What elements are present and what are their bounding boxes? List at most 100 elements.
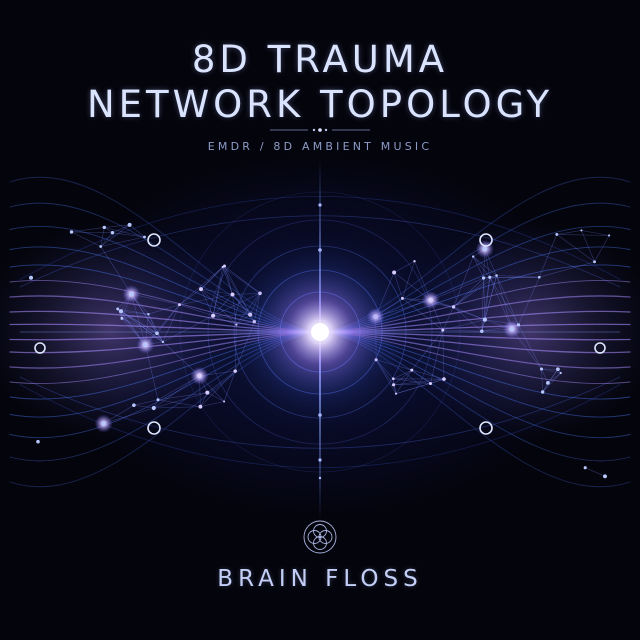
network-node [102, 225, 107, 230]
mesh-link [395, 378, 445, 394]
mesh-link [112, 232, 145, 238]
mesh-link [393, 378, 445, 386]
mesh-link [581, 230, 595, 262]
mesh-link [453, 275, 497, 308]
network-node [593, 260, 596, 264]
mesh-link [223, 370, 236, 402]
mesh-link [481, 277, 491, 332]
network-node [143, 235, 146, 239]
mesh-link [585, 467, 606, 477]
mesh-link [120, 311, 164, 343]
mesh-link [556, 230, 582, 235]
mesh-link [104, 227, 145, 238]
mesh-link [489, 277, 513, 330]
mesh-link [148, 304, 180, 315]
mesh-link [484, 277, 491, 320]
mesh-link [100, 236, 145, 247]
mesh-link [179, 294, 233, 305]
network-node [603, 474, 607, 479]
mesh-link [153, 406, 201, 409]
album-title-line-1: 8D TRAUMA [191, 38, 449, 81]
interlocking-circles-logo-icon [303, 520, 337, 554]
mesh-link [71, 231, 101, 247]
mesh-link [200, 288, 214, 316]
mesh-link [153, 375, 200, 409]
mesh-link [133, 404, 154, 409]
network-node [583, 466, 587, 470]
network-node [143, 342, 148, 348]
mesh-link [442, 329, 482, 332]
network-node [223, 264, 226, 268]
network-node [161, 340, 165, 344]
network-node [556, 367, 560, 372]
mesh-link [430, 277, 484, 301]
mesh-link [157, 392, 208, 401]
mesh-link [224, 265, 233, 295]
mesh-link [145, 344, 159, 400]
mesh-link [212, 266, 223, 316]
mesh-link [200, 288, 233, 295]
mesh-link [117, 308, 149, 315]
mesh-link [200, 401, 225, 407]
mesh-link [200, 392, 208, 407]
network-node [36, 439, 40, 444]
network-node [452, 305, 456, 309]
network-node [541, 390, 545, 394]
mesh-link [539, 234, 558, 278]
album-title-line-2: NETWORK TOPOLOGY [86, 83, 554, 126]
network-node [156, 398, 160, 402]
network-node [132, 403, 136, 407]
mesh-link [104, 224, 130, 228]
mesh-link [547, 369, 559, 384]
mesh-link [481, 275, 497, 332]
network-node [481, 276, 486, 280]
mesh-link [117, 308, 158, 334]
mesh-link [395, 369, 413, 394]
mesh-link [100, 246, 132, 295]
network-node [539, 367, 544, 371]
network-node [101, 421, 106, 426]
network-node [608, 234, 611, 237]
mesh-link [453, 306, 482, 332]
network-node [147, 312, 150, 316]
network-node [394, 392, 398, 395]
central-core [311, 323, 329, 341]
mesh-link [430, 378, 445, 384]
network-node [516, 323, 521, 327]
mesh-link [442, 306, 454, 331]
network-node [129, 291, 134, 297]
network-node [118, 309, 124, 314]
mesh-link [541, 368, 549, 384]
network-node [120, 316, 124, 320]
mesh-link [442, 330, 445, 380]
network-node [151, 405, 156, 411]
mesh-link [411, 369, 445, 380]
mesh-link [121, 318, 158, 334]
network-node [428, 381, 433, 386]
network-node [127, 222, 132, 227]
mesh-link [222, 266, 233, 295]
mesh-link [207, 392, 225, 402]
mesh-link [121, 318, 164, 343]
network-node [428, 297, 434, 303]
network-node [580, 229, 583, 232]
mesh-link [120, 311, 149, 315]
mesh-link [484, 275, 497, 320]
mesh-link [556, 234, 595, 263]
network-node [99, 245, 103, 248]
network-node [488, 275, 492, 279]
mesh-link [133, 399, 159, 406]
mesh-link [518, 277, 540, 325]
network-node [441, 328, 445, 332]
mesh-link [556, 234, 610, 236]
mesh-link [518, 324, 542, 370]
mesh-link [200, 266, 223, 290]
mesh-link [473, 256, 497, 276]
mesh-link [120, 311, 158, 334]
mesh-link [100, 232, 113, 247]
mesh-link [481, 277, 484, 332]
network-node [559, 371, 562, 375]
network-node [537, 275, 541, 279]
mesh-link [71, 227, 105, 233]
